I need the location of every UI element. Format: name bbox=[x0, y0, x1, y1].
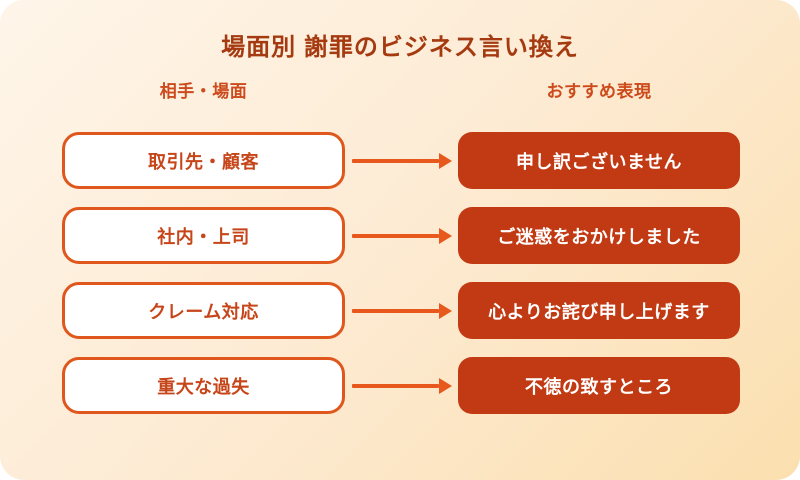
arrow-shaft bbox=[352, 383, 439, 388]
mapping-row: 社内・上司 ご迷惑をおかけしました bbox=[0, 207, 800, 264]
expression-box: ご迷惑をおかけしました bbox=[458, 207, 740, 264]
expression-box: 申し訳ございません bbox=[458, 132, 740, 189]
mapping-row: クレーム対応 心よりお詫び申し上げます bbox=[0, 282, 800, 339]
column-headers: 相手・場面 おすすめ表現 bbox=[0, 77, 800, 102]
mapping-row: 取引先・顧客 申し訳ございません bbox=[0, 132, 800, 189]
expression-box: 心よりお詫び申し上げます bbox=[458, 282, 740, 339]
column-header-situation: 相手・場面 bbox=[159, 82, 248, 101]
mapping-rows: 取引先・顧客 申し訳ございません 社内・上司 ご迷惑をおかけしました クレーム対… bbox=[0, 132, 800, 414]
right-arrow-icon bbox=[345, 308, 458, 313]
right-arrow-icon bbox=[345, 233, 458, 238]
page-title: 場面別 謝罪のビジネス言い換え bbox=[221, 34, 579, 61]
expression-box: 不徳の致すところ bbox=[458, 357, 740, 414]
situation-box: 社内・上司 bbox=[62, 207, 345, 264]
arrow-shaft bbox=[352, 158, 439, 163]
arrow-shaft bbox=[352, 233, 439, 238]
mapping-row: 重大な過失 不徳の致すところ bbox=[0, 357, 800, 414]
situation-box: 重大な過失 bbox=[62, 357, 345, 414]
column-header-expression: おすすめ表現 bbox=[546, 82, 652, 101]
situation-box: 取引先・顧客 bbox=[62, 132, 345, 189]
right-arrow-icon bbox=[345, 383, 458, 388]
situation-box: クレーム対応 bbox=[62, 282, 345, 339]
right-arrow-icon bbox=[345, 158, 458, 163]
arrow-shaft bbox=[352, 308, 439, 313]
